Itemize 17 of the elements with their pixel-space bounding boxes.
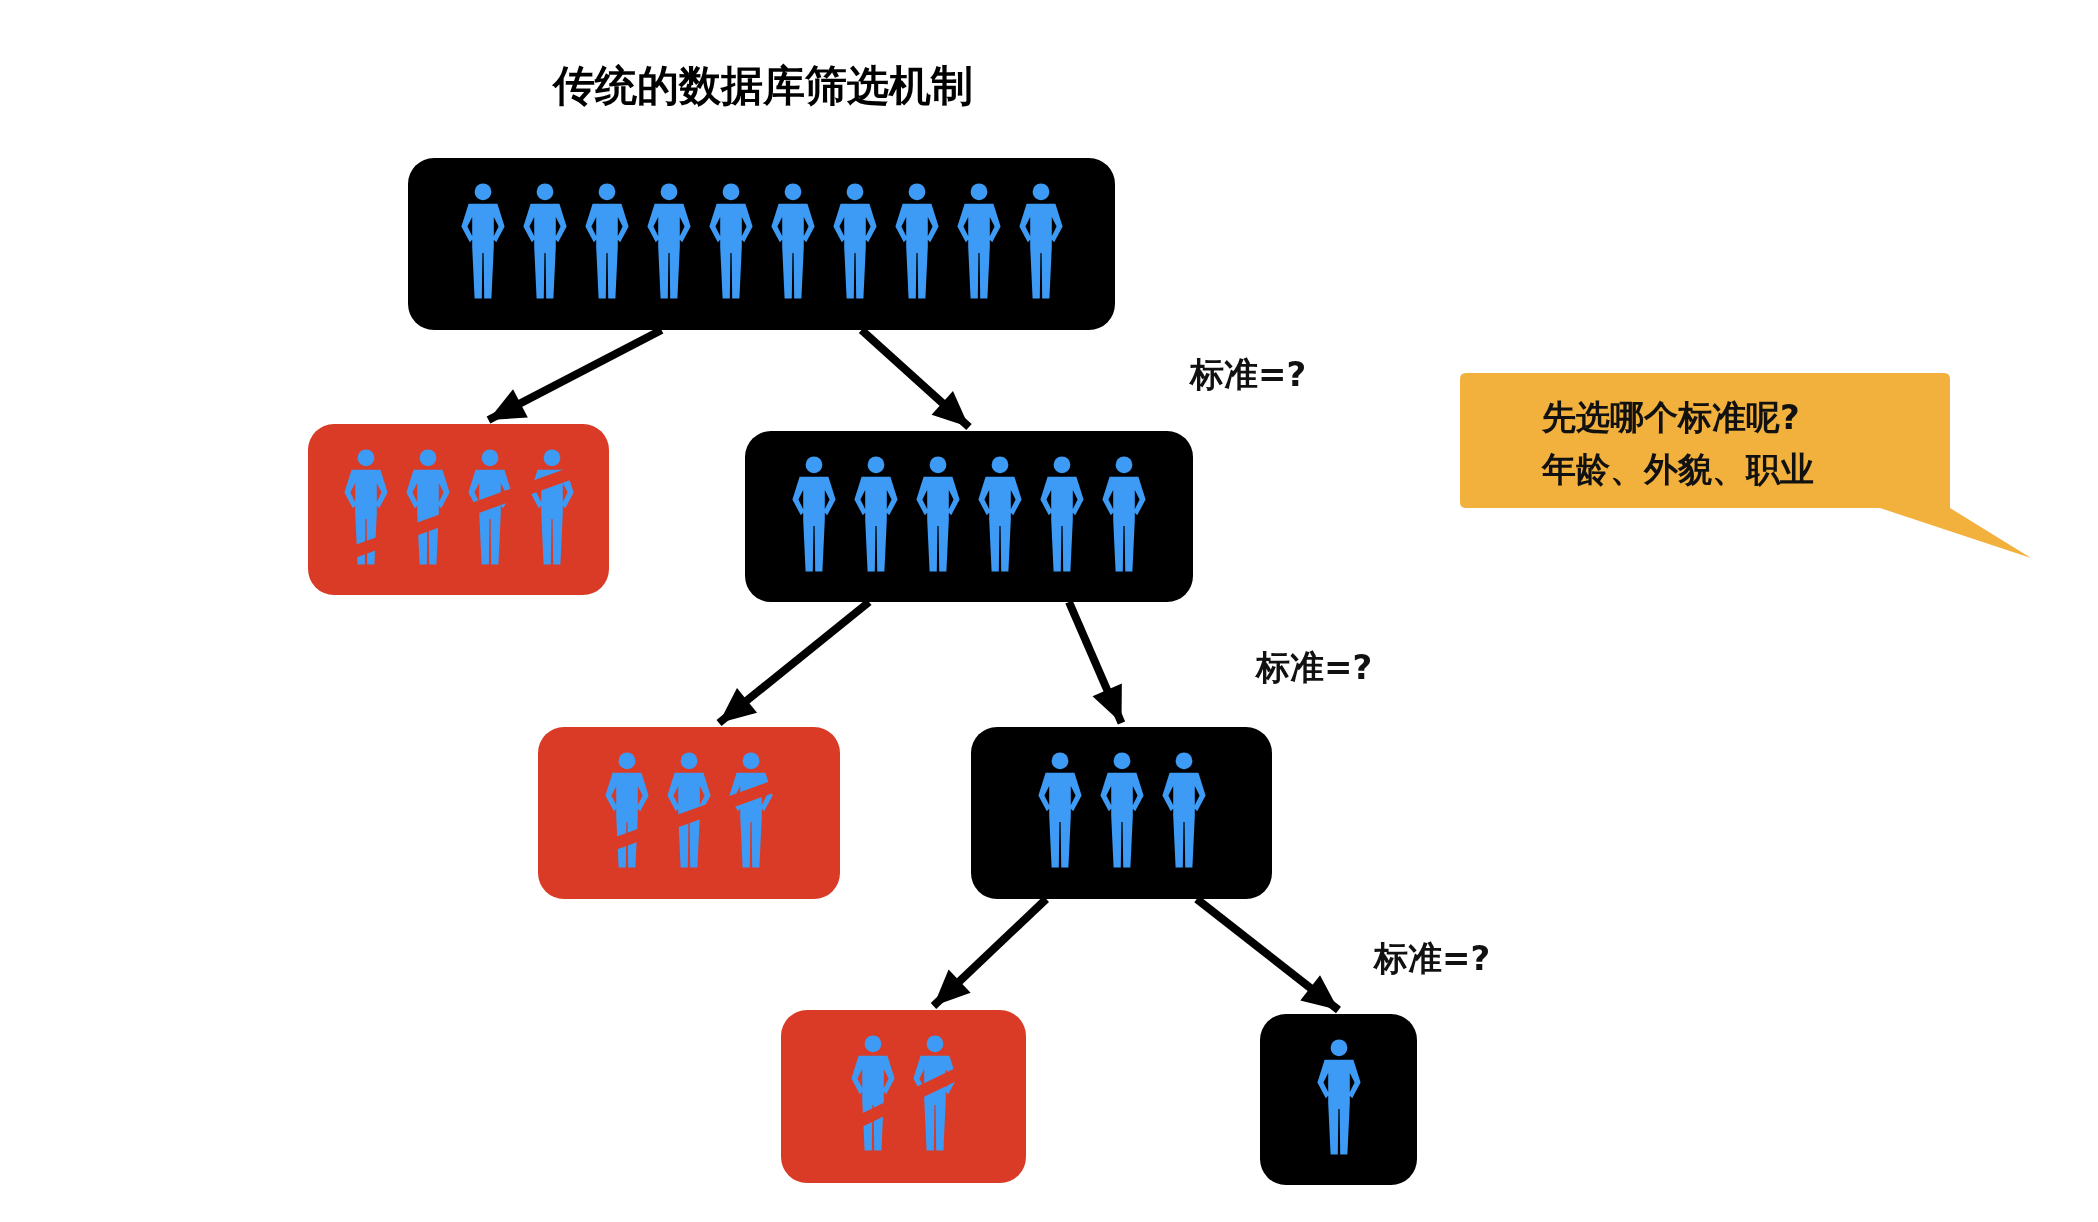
group-box [538,727,840,899]
arrow [930,896,1049,1009]
arrow [1065,600,1126,725]
criterion-label: 标准=? [1374,937,1491,980]
speech-bubble [1460,373,2031,558]
group-box [308,424,609,595]
criterion-label: 标准=? [1190,353,1307,396]
title: 传统的数据库筛选机制 [551,60,974,112]
group-box [971,727,1272,899]
group-box [1260,1014,1417,1185]
group-box [781,1010,1026,1183]
callout-text: 先选哪个标准呢? [1542,396,1800,439]
group-box [408,158,1115,330]
callout-text: 年龄、外貌、职业 [1542,448,1814,491]
arrow [858,327,972,430]
group-box [745,431,1193,602]
criterion-label: 标准=? [1256,646,1373,689]
